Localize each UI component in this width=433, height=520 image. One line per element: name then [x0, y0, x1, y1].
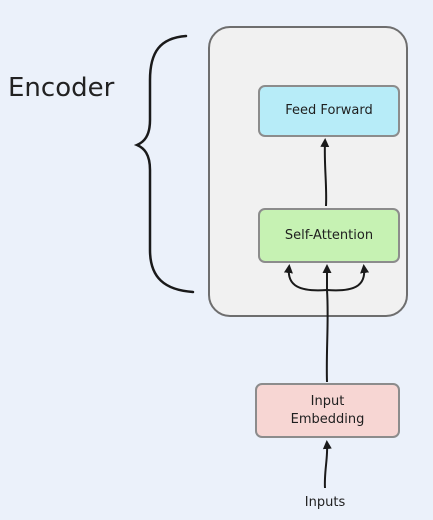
self-attention-block: Self-Attention [258, 208, 400, 263]
feed-forward-block: Feed Forward [258, 85, 400, 137]
encoder-brace [133, 34, 195, 294]
encoder-container [208, 26, 408, 317]
inputs-label: Inputs [304, 494, 346, 510]
encoder-label: Encoder [8, 72, 115, 103]
input-embedding-block: Input Embedding [255, 383, 400, 438]
